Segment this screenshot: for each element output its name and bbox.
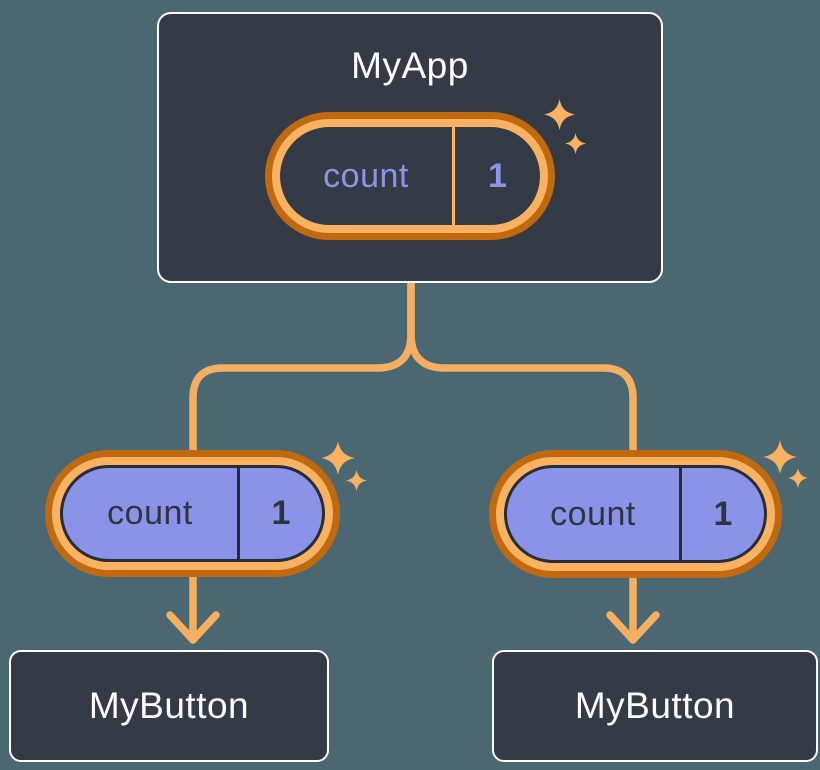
node-title: MyButton [88,685,250,726]
state-pill-body: count 1 [504,465,767,563]
sparkle-icon [565,133,586,154]
arrow-down-icon [606,611,660,644]
state-pill: count 1 [45,450,340,577]
sparkle-icon [544,99,575,130]
component-node-myapp: MyApp count 1 [157,12,663,283]
sparkle-icon [346,470,367,491]
sparkle-icon [321,441,355,475]
node-title: MyApp [351,45,469,86]
sparkle-icon [788,468,808,488]
state-key: count [550,494,636,533]
state-pill-body: count 1 [280,127,540,225]
state-pill: count 1 [265,112,555,240]
state-pill-body: count 1 [60,465,325,562]
node-title: MyButton [574,685,736,726]
connector-branch-right [407,279,637,644]
state-pill: count 1 [489,450,782,578]
state-key: count [107,494,193,532]
state-key: count [323,156,409,195]
state-value: 1 [452,127,540,225]
state-value: 1 [237,468,322,559]
component-node-mybutton-left: MyButton [9,650,329,762]
arrow-down-icon [166,611,220,644]
component-node-mybutton-right: MyButton [492,650,818,762]
sparkle-icon [763,440,797,474]
state-value: 1 [679,468,764,560]
